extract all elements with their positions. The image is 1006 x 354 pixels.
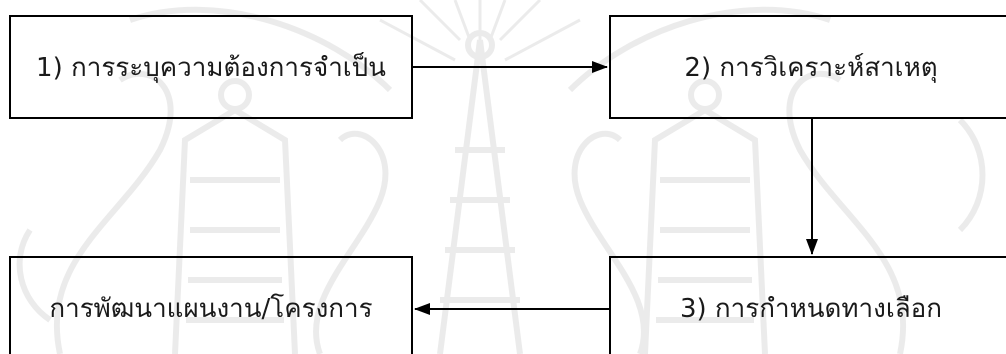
step-alternatives-box: 3) การกำหนดทางเลือก bbox=[609, 256, 1006, 354]
step-label: 3) การกำหนดทางเลือก bbox=[680, 288, 942, 329]
step-label: การพัฒนาแผนงาน/โครงการ bbox=[49, 288, 372, 329]
step-label: 1) การระบุความต้องการจำเป็น bbox=[36, 47, 386, 88]
step-plan-development-box: การพัฒนาแผนงาน/โครงการ bbox=[9, 256, 413, 354]
step-cause-analysis-box: 2) การวิเคราะห์สาเหตุ bbox=[609, 15, 1006, 119]
step-label: 2) การวิเคราะห์สาเหตุ bbox=[684, 47, 937, 88]
step-needs-identification-box: 1) การระบุความต้องการจำเป็น bbox=[9, 15, 413, 119]
